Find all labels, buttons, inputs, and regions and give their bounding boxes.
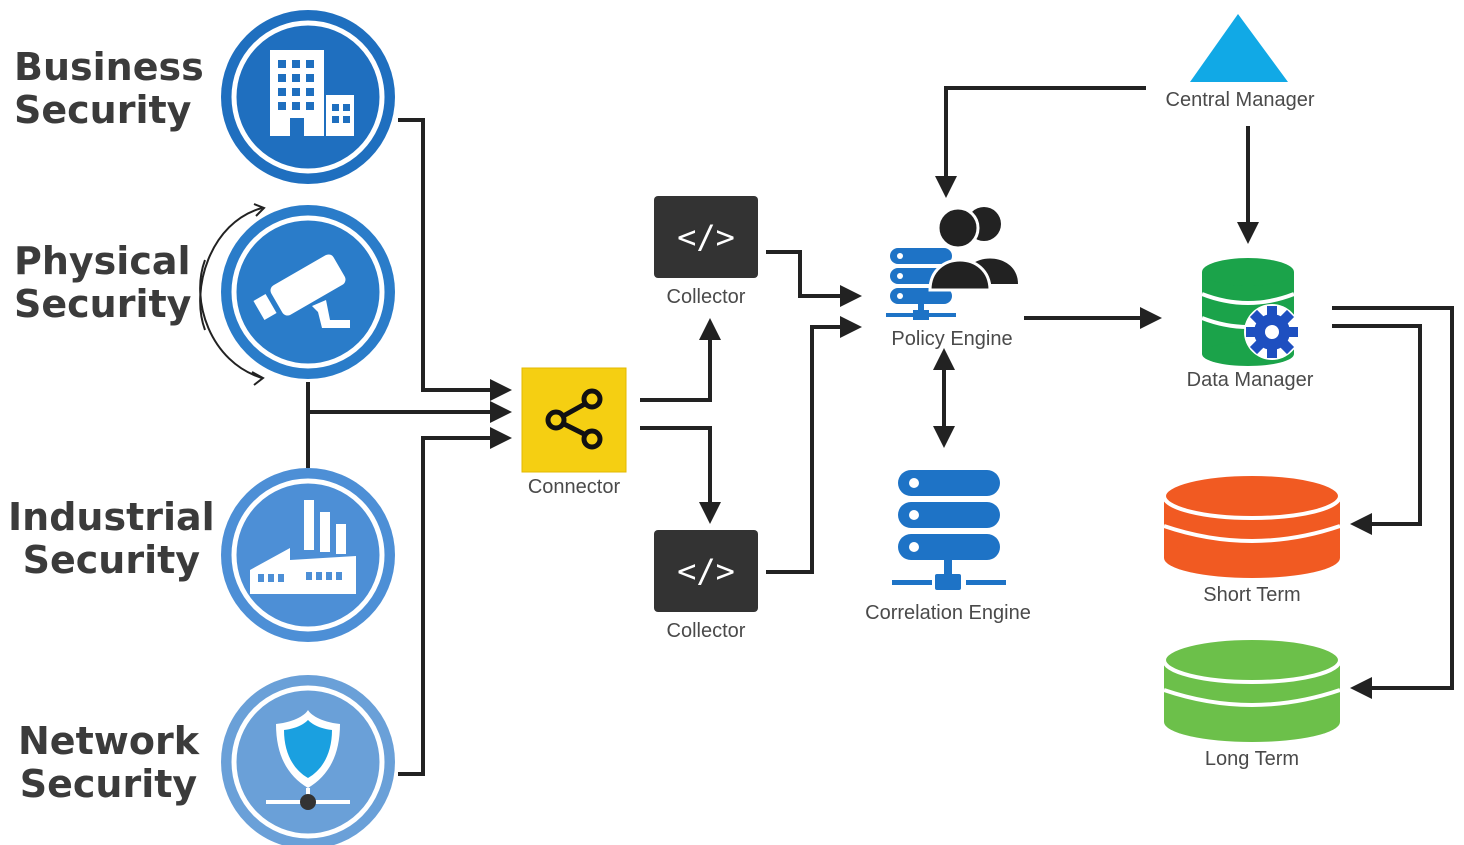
short-term-database-icon [1162,472,1342,578]
central-manager-label: Central Manager [1165,89,1315,111]
physical-security-line1: Physical [14,239,191,283]
collector-top-box: </> [654,196,758,278]
network-security-label: Network Security [18,720,199,806]
industrial-security-line1: Industrial [8,495,215,539]
edge-physical-connector [306,382,512,423]
database-gear-icon [1201,258,1300,366]
building-icon [270,50,354,136]
correlation-engine-icon [892,470,1006,590]
business-security-line2: Security [14,88,192,132]
business-security-label: Business Security [14,46,204,132]
edge-connector-collector-top [640,318,721,402]
industrial-security-icon-circle [221,468,395,642]
collector-bottom-label: Collector [666,620,746,642]
shield-network-icon [266,710,350,810]
physical-security-label: Physical Security [14,240,191,326]
short-term-label: Short Term [1203,584,1301,606]
connector-label: Connector [527,476,621,498]
connections [306,86,1454,776]
business-security-line1: Business [14,45,204,89]
edge-collector-bottom-policy [766,316,862,574]
long-term-database-icon [1162,636,1342,742]
edge-datamanager-shortterm [1332,324,1422,535]
share-icon [545,388,603,450]
collector-top-glyph: </> [677,218,735,256]
collector-bottom-glyph: </> [677,552,735,590]
gear-icon [1244,304,1300,360]
long-term-label: Long Term [1204,748,1300,770]
collector-top-label: Collector [666,286,746,308]
edge-central-policy [935,86,1146,198]
users-icon [928,206,1018,292]
network-security-icon-circle [221,675,395,845]
business-security-icon-circle [221,10,395,184]
edge-business-connector [398,118,512,401]
edge-network-connector [398,427,512,776]
correlation-engine-label: Correlation Engine [865,602,1031,624]
physical-security-line2: Security [14,282,192,326]
camera-icon [253,254,350,328]
edge-collector-top-policy [766,250,862,307]
edge-connector-collector-bottom [640,426,721,524]
data-manager-label: Data Manager [1186,369,1314,391]
triangle-icon [1190,14,1288,82]
policy-engine-icon [886,206,1018,320]
physical-security-icon-circle [221,205,395,379]
network-security-line2: Security [19,762,198,806]
factory-icon [250,500,356,594]
collector-bottom-box: </> [654,530,758,612]
edge-datamanager-longterm [1332,306,1454,699]
connector-box [521,367,627,473]
network-security-line1: Network [18,719,199,763]
industrial-security-label: Industrial Security [8,496,215,582]
rotation-arrow [199,203,266,386]
industrial-security-line2: Security [22,538,201,582]
policy-engine-label: Policy Engine [891,328,1013,350]
